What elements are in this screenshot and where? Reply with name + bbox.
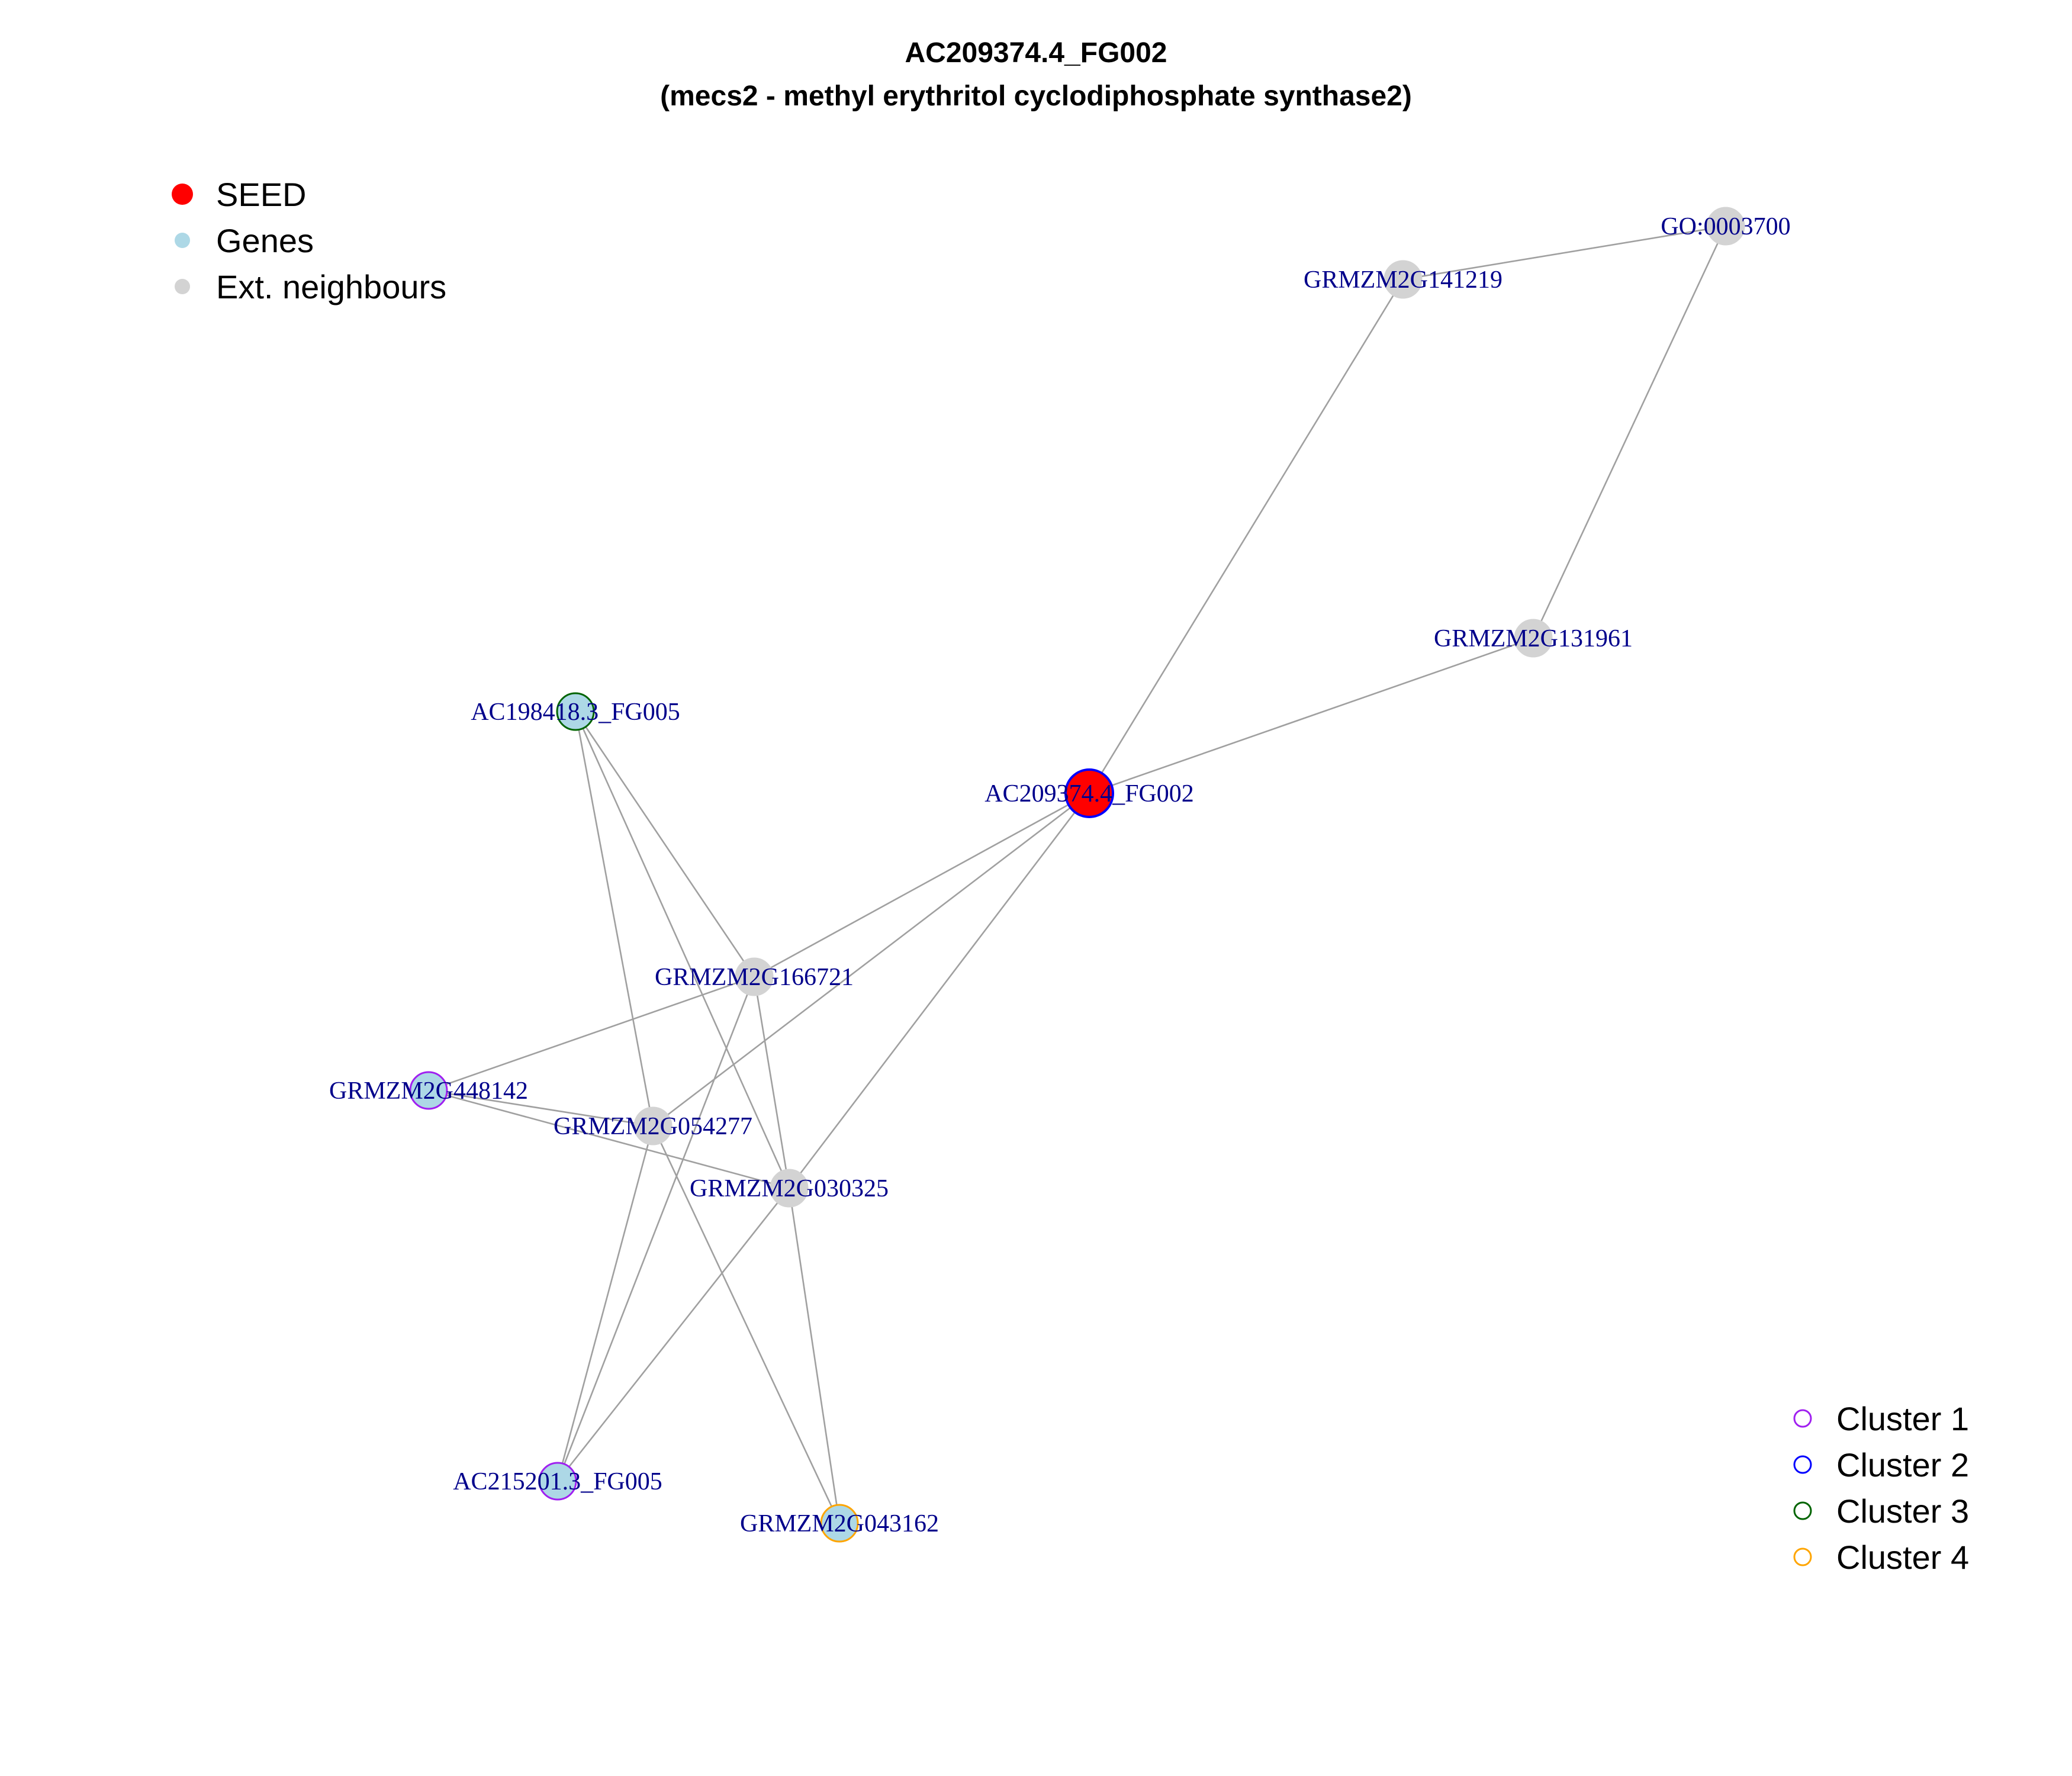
node-grmzm2g448142 (409, 1071, 448, 1110)
node-label-grmzm2g166721: GRMZM2G166721 (655, 964, 854, 991)
node-ac215201-3-fg005 (538, 1462, 577, 1501)
edge-grmzm2g030325-ac215201-3-fg005 (556, 1188, 790, 1482)
edge-grmzm2g166721-grmzm2g448142 (428, 976, 755, 1092)
edge-grmzm2g166721-grmzm2g030325 (753, 976, 790, 1189)
legend-label-ext-neighbours: Ext. neighbours (216, 268, 446, 305)
edge-grmzm2g448142-grmzm2g030325 (428, 1089, 790, 1189)
edge-grmzm2g141219-go-0003700 (1402, 225, 1726, 281)
node-label-go-0003700: GO:0003700 (1661, 213, 1790, 240)
diagram-title: AC209374.4_FG002 (905, 37, 1167, 69)
node-grmzm2g131961 (1514, 619, 1553, 658)
nodes (409, 207, 1745, 1543)
edge-ac209374-4-fg002-grmzm2g166721 (754, 792, 1090, 978)
node-label-grmzm2g448142: GRMZM2G448142 (329, 1077, 528, 1105)
legend-marker-seed (172, 184, 193, 205)
legend-label-seed: SEED (216, 176, 307, 213)
legend-marker-cluster-3 (1793, 1501, 1812, 1520)
node-label-grmzm2g141219: GRMZM2G141219 (1304, 266, 1502, 294)
node-label-ac198418-3-fg005: AC198418.3_FG005 (471, 699, 680, 726)
node-label-ac209374-4-fg002: AC209374.4_FG002 (984, 780, 1194, 807)
node-ac198418-3-fg005 (556, 692, 595, 731)
node-ac209374-4-fg002 (1064, 768, 1114, 818)
node-grmzm2g043162 (820, 1504, 859, 1543)
edge-grmzm2g141219-ac209374-4-fg002 (1088, 279, 1404, 794)
node-label-grmzm2g043162: GRMZM2G043162 (740, 1510, 939, 1537)
edge-go-0003700-grmzm2g131961 (1532, 226, 1727, 639)
node-labels: AC209374.4_FG002 GRMZM2G141219 GO:0003700G… (329, 213, 1791, 1537)
edges (428, 225, 1727, 1524)
edge-grmzm2g054277-grmzm2g043162 (652, 1125, 841, 1524)
edge-grmzm2g166721-ac215201-3-fg005 (556, 976, 755, 1482)
node-go-0003700 (1706, 207, 1745, 246)
node-label-grmzm2g030325: GRMZM2G030325 (690, 1175, 889, 1202)
edge-grmzm2g054277-ac215201-3-fg005 (556, 1125, 654, 1482)
edge-ac198418-3-fg005-grmzm2g166721 (574, 711, 755, 977)
edge-grmzm2g131961-ac209374-4-fg002 (1089, 637, 1534, 794)
legend-label-cluster-4: Cluster 4 (1836, 1539, 1969, 1576)
diagram-subtitle: (mecs2 - methyl erythritol cyclodiphosph… (660, 81, 1412, 112)
legend-marker-cluster-4 (1793, 1547, 1812, 1566)
legend-label-cluster-3: Cluster 3 (1836, 1492, 1969, 1530)
edge-grmzm2g448142-grmzm2g054277 (428, 1089, 654, 1127)
node-label-grmzm2g054277: GRMZM2G054277 (554, 1113, 752, 1140)
node-label-ac215201-3-fg005: AC215201.3_FG005 (453, 1468, 662, 1495)
node-grmzm2g030325 (770, 1169, 809, 1208)
edge-ac209374-4-fg002-grmzm2g030325 (788, 793, 1090, 1189)
legend-marker-ext-neighbours (175, 279, 190, 294)
cluster-legend: Cluster 1 Cluster 2 Cluster 3 Cluster 4 (1793, 1400, 1969, 1576)
legend-label-genes: Genes (216, 222, 314, 259)
node-label-grmzm2g131961: GRMZM2G131961 (1434, 625, 1633, 652)
node-grmzm2g166721 (735, 957, 774, 996)
node-grmzm2g141219 (1384, 260, 1423, 299)
edge-ac198418-3-fg005-grmzm2g030325 (574, 711, 790, 1189)
node-grmzm2g054277 (633, 1106, 673, 1146)
edge-grmzm2g030325-grmzm2g043162 (788, 1188, 841, 1524)
legend-marker-cluster-2 (1793, 1455, 1812, 1474)
edge-ac209374-4-fg002-grmzm2g054277 (652, 792, 1090, 1127)
legend-marker-cluster-1 (1793, 1409, 1812, 1428)
edge-ac198418-3-fg005-grmzm2g054277 (574, 711, 654, 1127)
legend-marker-genes (175, 233, 190, 248)
legend-label-cluster-2: Cluster 2 (1836, 1446, 1969, 1484)
legend-label-cluster-1: Cluster 1 (1836, 1400, 1969, 1437)
